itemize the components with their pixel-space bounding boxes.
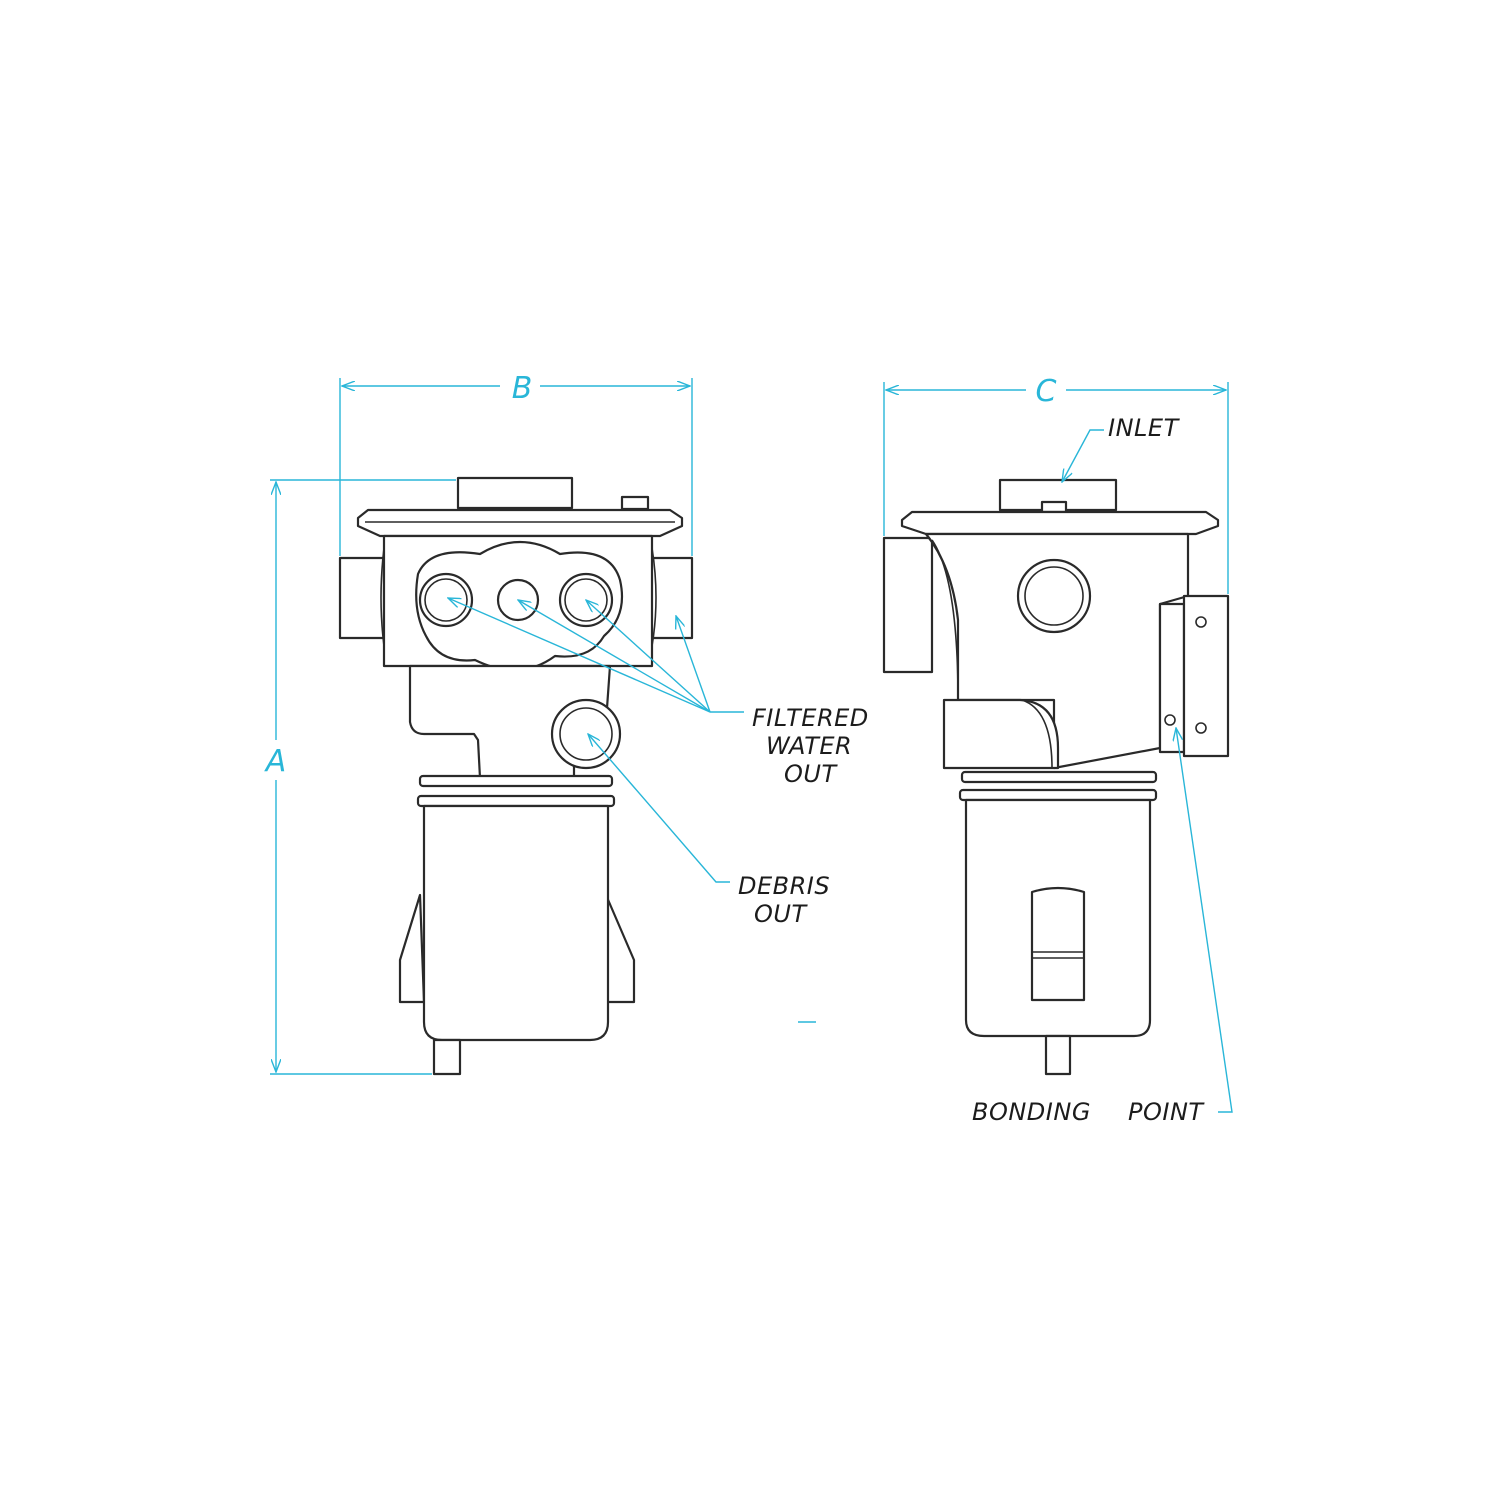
side-bracket-web: [1158, 602, 1186, 754]
bracket-hole-bottom: [1195, 722, 1207, 734]
front-debris-port: [550, 698, 622, 770]
front-small-nub: [620, 495, 650, 511]
label-filtered-line-1: FILTERED: [752, 704, 869, 732]
front-drain: [432, 1038, 462, 1076]
front-left-pipe: [338, 556, 386, 640]
front-port-left: [418, 572, 474, 628]
bracket-hole-top: [1195, 616, 1207, 628]
bonding-point-lug: [1164, 714, 1176, 726]
front-lid: [356, 508, 684, 538]
side-bowl-band: [958, 788, 1158, 802]
label-filtered-line-3: OUT: [784, 760, 838, 788]
dimension-c: C: [1036, 374, 1057, 409]
dimension-lines: B C A: [264, 371, 1229, 1075]
label-filtered-line-2: WATER: [766, 732, 852, 760]
front-left-fin: [398, 893, 426, 1004]
side-elbow-outlet: [942, 698, 1060, 770]
side-bowl-rim: [960, 770, 1158, 784]
front-top-cap: [456, 476, 574, 510]
label-debris-line-1: DEBRIS: [738, 872, 830, 900]
label-inlet: INLET: [1108, 414, 1181, 442]
side-lid: [900, 510, 1220, 536]
front-bowl-rim: [418, 774, 614, 788]
side-view: [882, 478, 1230, 1076]
side-sight-window: [1030, 886, 1086, 1002]
dimension-b: B: [512, 371, 533, 406]
callout-labels: INLET FILTERED WATER OUT DEBRIS OUT BOND…: [738, 414, 1205, 1126]
label-debris-line-2: OUT: [754, 900, 808, 928]
leader-lines: [448, 429, 1233, 1113]
front-bowl: [422, 804, 610, 1042]
front-right-fin: [604, 893, 636, 1004]
dimension-a: A: [264, 744, 287, 779]
side-inlet-pipe: [882, 536, 934, 674]
front-view: [338, 476, 694, 1076]
side-drain: [1044, 1034, 1072, 1076]
side-port: [1016, 558, 1092, 634]
front-bowl-band: [416, 794, 616, 808]
label-bonding: BONDING: [972, 1098, 1091, 1126]
label-point: POINT: [1128, 1098, 1205, 1126]
